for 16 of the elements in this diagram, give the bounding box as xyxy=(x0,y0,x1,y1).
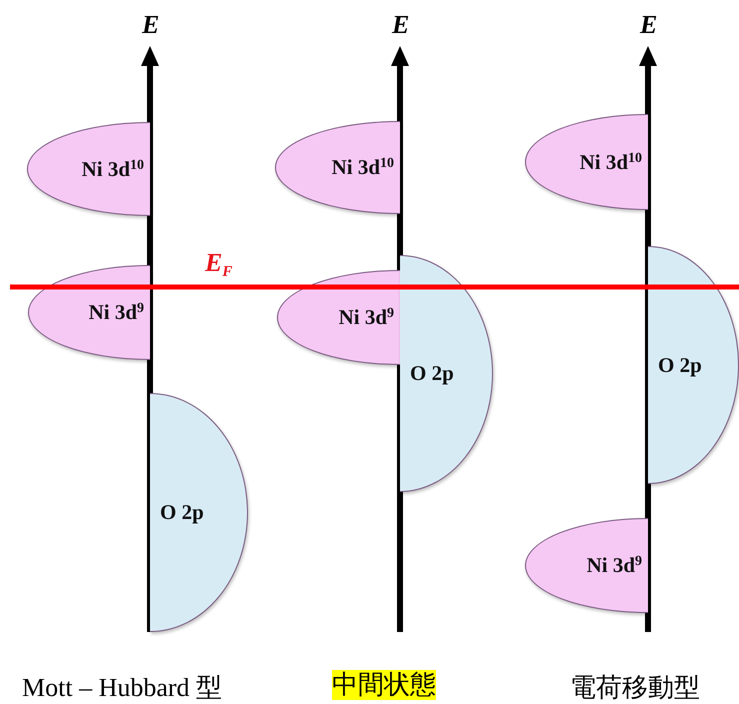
band-label: O 2p xyxy=(658,352,702,378)
fermi-level-label: E$_{F}$ xyxy=(205,248,232,278)
band-label: Ni 3d$^{10}$ xyxy=(580,150,642,174)
band-label: O 2p xyxy=(160,500,204,525)
band-label: Ni 3d$^{10}$ xyxy=(82,156,144,182)
band-label: O 2p xyxy=(410,361,454,386)
band-label: Ni 3d$^{9}$ xyxy=(586,553,642,578)
axis-label: E xyxy=(392,10,410,40)
panel-caption: Mott – Hubbard 型 xyxy=(22,672,222,704)
panel-caption: 中間状態 xyxy=(332,670,436,700)
panel-caption: 電荷移動型 xyxy=(570,672,700,704)
band-label: Ni 3d$^{9}$ xyxy=(88,300,144,325)
axis-label: E xyxy=(640,10,658,40)
band-label: Ni 3d$^{10}$ xyxy=(332,155,394,180)
axis-label: E xyxy=(142,10,160,40)
band-label: Ni 3d$^{9}$ xyxy=(338,305,394,330)
